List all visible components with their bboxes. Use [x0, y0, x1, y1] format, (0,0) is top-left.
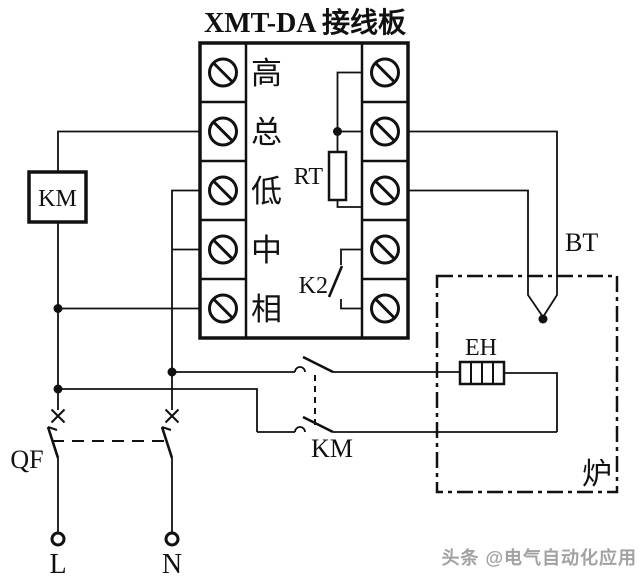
- km-coil-branch: KM: [27, 130, 258, 432]
- screw-icon: [370, 57, 400, 88]
- screw-icon: [208, 293, 238, 324]
- thermocouple-junction-dot: [538, 314, 548, 324]
- k2-label: K2: [299, 273, 328, 299]
- km-contacts-label: KM: [311, 434, 353, 463]
- watermark: 头条 @电气自动化应用: [441, 547, 637, 568]
- km-coil-label: KM: [38, 186, 77, 212]
- breaker-terminal-cross-icon: [164, 408, 180, 424]
- left-cell-separators: [200, 100, 246, 281]
- neutral-branch: [167, 189, 200, 410]
- l-terminal-circle: [50, 531, 66, 547]
- n-terminal-circle: [164, 531, 180, 547]
- terminal-label-common: 总: [251, 115, 282, 150]
- km-bottom-blade: [302, 415, 334, 434]
- rt-resistor-body: [327, 150, 348, 202]
- terminal-labels: 高 总 低 中 相: [251, 56, 282, 327]
- furnace-label: 炉: [582, 458, 612, 491]
- bt-thermocouple: BT: [408, 130, 598, 324]
- l-label: L: [49, 549, 66, 579]
- km-main-contacts: KM: [172, 355, 557, 463]
- furnace-border: [435, 274, 619, 494]
- k2-contact: K2: [299, 248, 362, 310]
- qf-left-blade-tick: [47, 426, 58, 431]
- page-title: XMT-DA 接线板: [204, 7, 406, 39]
- supply-terminal-l: L: [49, 458, 67, 579]
- screw-icon: [370, 175, 400, 206]
- terminal-label-high: 高: [251, 56, 282, 91]
- rt-resistor-circuit: RT: [294, 71, 362, 208]
- eh-label: EH: [465, 335, 497, 361]
- contact-hook: [294, 426, 306, 433]
- screw-icon: [208, 116, 238, 147]
- eh-heater: EH: [458, 335, 558, 432]
- terminal-board: 高 总 低 中 相: [198, 41, 410, 340]
- qf-right-blade-tick: [161, 426, 172, 431]
- qf-right-blade: [160, 426, 174, 459]
- terminal-label-phase: 相: [251, 292, 282, 327]
- n-label: N: [162, 549, 182, 579]
- junction-dot: [333, 127, 342, 136]
- bt-label: BT: [565, 228, 598, 257]
- km-top-blade: [302, 355, 334, 374]
- contact-hook: [294, 366, 306, 373]
- qf-breaker: QF: [10, 408, 180, 474]
- terminal-label-low: 低: [251, 174, 282, 209]
- screw-icon: [208, 175, 238, 206]
- screw-icon: [208, 57, 238, 88]
- right-cell-separators: [362, 100, 408, 281]
- rt-label: RT: [294, 164, 324, 190]
- supply-terminal-n: N: [162, 458, 182, 579]
- terminal-label-middle: 中: [251, 233, 282, 268]
- screw-icon: [208, 234, 238, 265]
- screw-icon: [370, 234, 400, 265]
- qf-left-blade: [46, 426, 60, 459]
- qf-label: QF: [10, 445, 43, 474]
- breaker-terminal-cross-icon: [50, 408, 66, 424]
- left-terminal-screws: [208, 57, 238, 324]
- screw-icon: [370, 293, 400, 324]
- k2-blade: [327, 265, 344, 298]
- screw-icon: [370, 116, 400, 147]
- right-terminal-screws: [370, 57, 400, 324]
- junction-dot: [167, 367, 177, 377]
- furnace-box: 炉: [435, 274, 619, 494]
